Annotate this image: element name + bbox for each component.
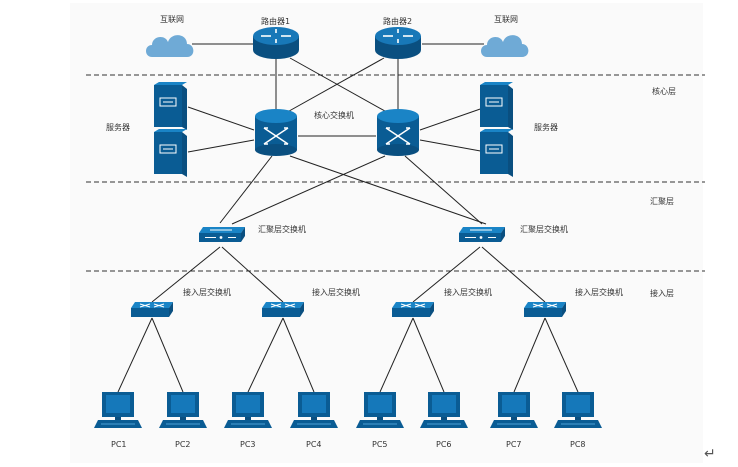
pc-label: PC8 xyxy=(570,440,586,449)
core-switch-icon xyxy=(254,108,298,157)
internet-left-label: 互联网 xyxy=(160,15,184,24)
core-switch-icon xyxy=(376,108,420,157)
router2-label: 路由器2 xyxy=(383,17,413,26)
pc-label: PC1 xyxy=(111,440,127,449)
paragraph-return-mark: ↵ xyxy=(704,446,716,462)
server-icon xyxy=(153,128,188,178)
pc-label: PC6 xyxy=(436,440,452,449)
server-icon xyxy=(479,128,514,178)
access-switch-icon xyxy=(391,301,435,318)
agg-switch-right-label: 汇聚层交换机 xyxy=(520,225,568,234)
server-icon xyxy=(153,81,188,131)
diagram-background xyxy=(70,3,703,463)
agg-switch-left-label: 汇聚层交换机 xyxy=(258,225,306,234)
access-switch-icon xyxy=(261,301,305,318)
core-layer-label: 核心层 xyxy=(652,87,676,96)
pc-label: PC7 xyxy=(506,440,522,449)
access-switch-label: 接入层交换机 xyxy=(183,288,231,297)
access-switch-icon xyxy=(523,301,567,318)
servers-right-label: 服务器 xyxy=(534,123,558,132)
router-icon xyxy=(374,26,422,60)
access-layer-label: 接入层 xyxy=(650,289,674,298)
internet-right-label: 互联网 xyxy=(494,15,518,24)
pc-label: PC2 xyxy=(175,440,191,449)
pc-label: PC5 xyxy=(372,440,388,449)
server-icon xyxy=(479,81,514,131)
servers-left-label: 服务器 xyxy=(106,123,130,132)
aggregation-layer-label: 汇聚层 xyxy=(650,197,674,206)
router-icon xyxy=(252,26,300,60)
access-switch-label: 接入层交换机 xyxy=(575,288,623,297)
core-switch-label: 核心交换机 xyxy=(314,111,354,120)
router1-label: 路由器1 xyxy=(261,17,291,26)
pc-label: PC4 xyxy=(306,440,322,449)
aggregation-switch-icon xyxy=(458,226,506,243)
aggregation-switch-icon xyxy=(198,226,246,243)
access-switch-label: 接入层交换机 xyxy=(312,288,360,297)
access-switch-label: 接入层交换机 xyxy=(444,288,492,297)
access-switch-icon xyxy=(130,301,174,318)
connection-links xyxy=(117,43,579,393)
pc-label: PC3 xyxy=(240,440,256,449)
